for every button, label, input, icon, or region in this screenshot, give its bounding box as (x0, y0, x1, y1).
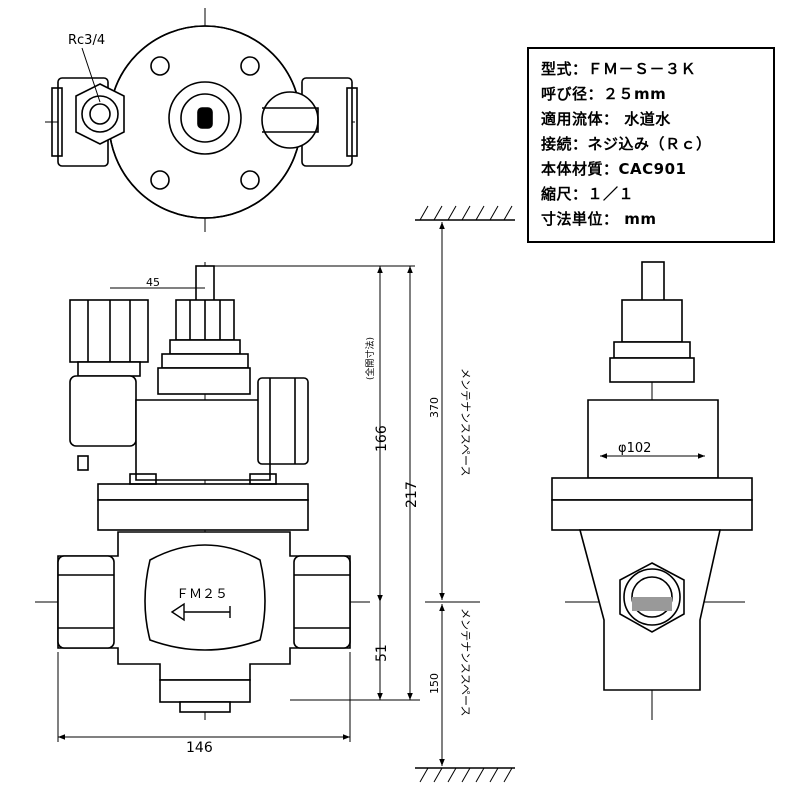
top-view (45, 8, 358, 232)
spec-nominal-size: 呼び径：２５mm (541, 85, 667, 103)
dim-146: 146 (186, 740, 213, 756)
port-leader: Rc3/4 (68, 33, 105, 103)
spec-connection: 接続：ネジ込み（Ｒｃ） (541, 135, 712, 153)
front-dimensions (57, 265, 420, 742)
side-view (551, 261, 753, 720)
body-mark-label: ＦＭ２５ (176, 587, 228, 602)
spec-fluid: 適用流体： 水道水 (541, 110, 671, 128)
spec-unit: 寸法単位： mm (541, 210, 657, 228)
dim-217: 217 (404, 481, 420, 508)
maintenance-label-lower: メンテナンススペース (459, 608, 472, 716)
front-view (35, 262, 370, 720)
dim-45: 45 (146, 276, 160, 289)
spec-model: 型式：ＦＭ－Ｓ－３Ｋ (541, 60, 697, 78)
flow-arrow: ＦＭ２５ (170, 587, 231, 622)
dim-open-note: (全開寸法) (364, 337, 376, 380)
dim-150: 150 (428, 673, 441, 694)
dim-166: 166 (374, 425, 390, 452)
dim-370: 370 (428, 397, 441, 418)
dim-102: φ102 (618, 441, 651, 456)
maintenance-space (415, 205, 515, 783)
port-label: Rc3/4 (68, 33, 105, 48)
dim-51: 51 (374, 644, 390, 662)
spec-scale: 縮尺：１／１ (541, 185, 635, 203)
maintenance-label-upper: メンテナンススペース (459, 368, 472, 476)
spec-table: 型式：ＦＭ－Ｓ－３Ｋ 呼び径：２５mm 適用流体： 水道水 接続：ネジ込み（Ｒｃ… (527, 47, 775, 243)
spec-material: 本体材質：CAC901 (541, 160, 687, 178)
